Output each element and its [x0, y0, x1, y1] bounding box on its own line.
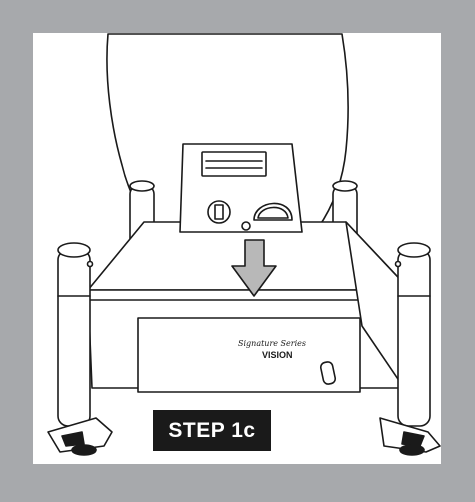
front-right-leg: [394, 242, 431, 427]
step-label: STEP 1c: [153, 410, 271, 451]
front-left-leg: [57, 242, 94, 427]
control-box: [179, 143, 303, 233]
vision-text: VISION: [262, 350, 293, 360]
down-arrow: [231, 239, 277, 297]
drawer-knob: [319, 361, 337, 385]
left-caster: [47, 417, 113, 456]
signature-text: Signature Series: [238, 339, 306, 348]
brand-badge: Signature Series VISION: [238, 339, 306, 360]
right-caster: [379, 417, 441, 456]
